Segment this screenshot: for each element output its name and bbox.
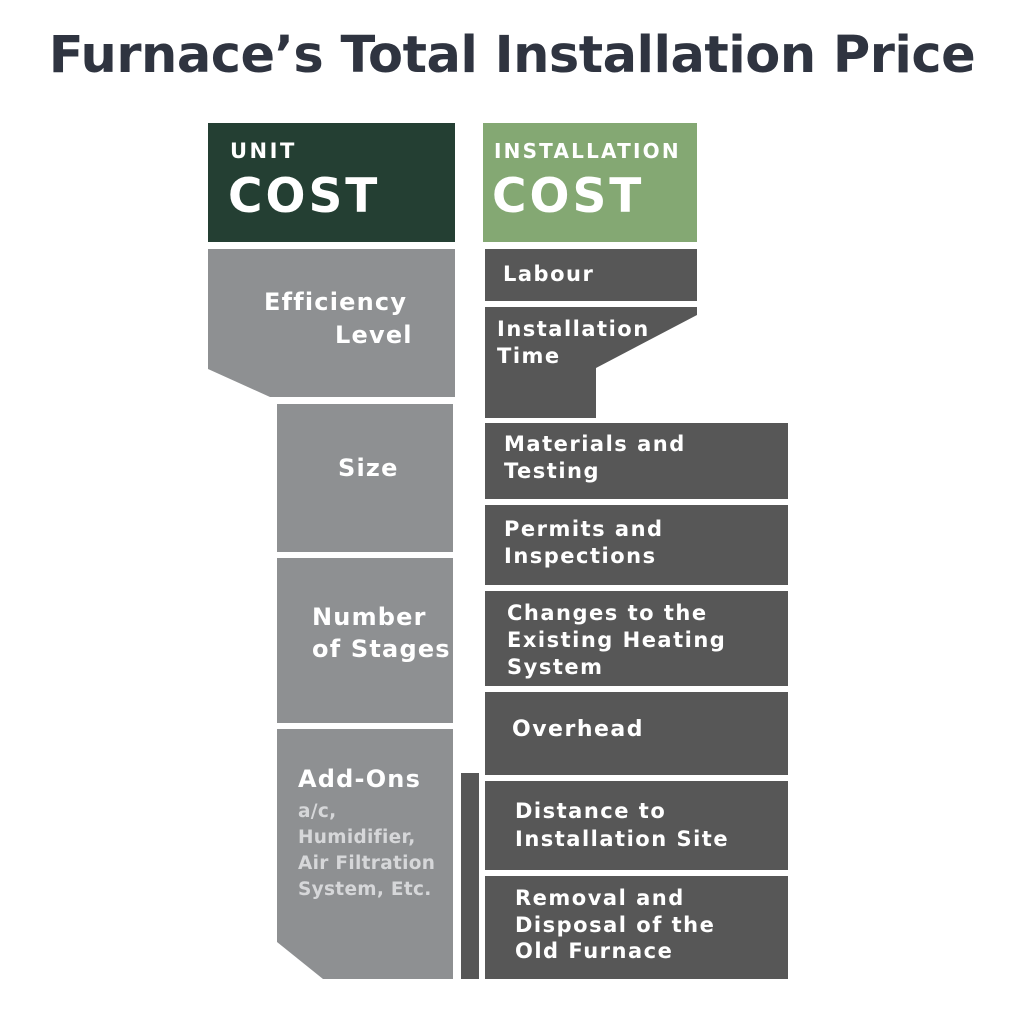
add-ons-detail-4: System, Etc. [298,879,432,900]
permits-and-inspections-line2: Inspections [504,544,657,568]
number-of-stages-block: Number of Stages [277,558,453,723]
permits-and-inspections-block: Permits and Inspections [485,505,788,585]
add-ons-label: Add-Ons [298,765,422,793]
materials-and-testing-line2: Testing [504,459,600,483]
changes-existing-system-line1: Changes to the [507,601,708,625]
installation-time-line1: Installation [497,317,650,341]
installation-time-block-shape [485,307,697,418]
overhead-label: Overhead [512,717,644,742]
efficiency-level-line1: Efficiency [264,288,408,316]
page-title: Furnace’s Total Installation Price [48,26,976,85]
changes-existing-system-line2: Existing Heating [507,628,727,652]
efficiency-level-block: Efficiency Level [208,249,455,397]
changes-existing-system-line3: System [507,655,604,679]
unit-cost-header: UNIT COST [208,123,455,242]
add-ons-detail-3: Air Filtration [298,853,436,874]
installation-time-block: Installation Time [485,307,697,418]
removal-and-disposal-line1: Removal and [515,886,685,910]
overhead-block: Overhead [485,692,788,775]
distance-to-site-line2: Installation Site [515,827,730,851]
unit-cost-header-small: UNIT [230,139,297,163]
add-ons-block-shape [277,729,453,979]
installation-time-line2: Time [497,344,561,368]
size-label: Size [338,454,399,482]
changes-existing-system-block: Changes to the Existing Heating System [485,591,788,686]
installation-cost-header-big: COST [492,169,645,224]
add-ons-detail-1: a/c, [298,801,337,822]
removal-and-disposal-line2: Disposal of the [515,913,716,937]
removal-and-disposal-block: Removal and Disposal of the Old Furnace [485,876,788,979]
permits-and-inspections-line1: Permits and [504,517,664,541]
removal-and-disposal-line3: Old Furnace [515,939,674,963]
installation-cost-header-small: INSTALLATION [494,139,681,163]
labour-block: Labour [485,249,697,301]
distance-to-site-block: Distance to Installation Site [485,781,788,870]
installation-cost-header: INSTALLATION COST [483,123,697,242]
efficiency-level-line2: Level [335,321,413,349]
connector-bar [461,773,479,979]
efficiency-level-block-shape [208,249,455,397]
add-ons-detail-2: Humidifier, [298,827,416,848]
unit-cost-header-big: COST [228,169,381,224]
labour-label: Labour [503,262,595,286]
distance-to-site-line1: Distance to [515,799,667,823]
number-of-stages-line1: Number [312,603,427,631]
materials-and-testing-block: Materials and Testing [485,423,788,499]
size-block: Size [277,404,453,552]
materials-and-testing-line1: Materials and [504,432,686,456]
number-of-stages-line2: of Stages [312,635,451,663]
add-ons-block: Add-Ons a/c, Humidifier, Air Filtration … [277,729,453,979]
